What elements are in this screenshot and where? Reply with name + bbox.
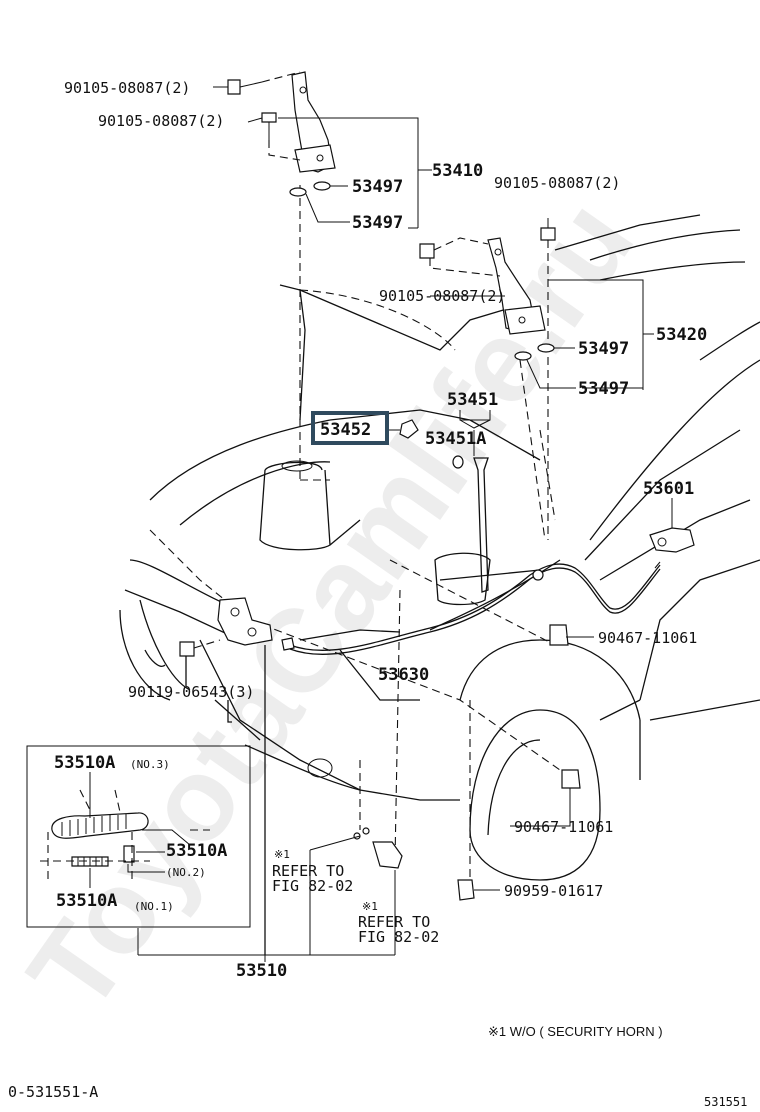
part-label-53497: 53497 [578,339,629,359]
part-label-53497: 53497 [352,213,403,233]
part-label-53630: 53630 [378,665,429,685]
spring-note: (NO.1) [134,900,174,913]
part-label-53451a: 53451A [425,429,486,449]
part-label-90105-08087: 90105-08087(2) [98,112,224,130]
part-label-53497: 53497 [352,177,403,197]
label-leaders [137,86,673,962]
part-label-90119-06543: 90119-06543(3) [128,683,254,701]
refer-note: FIG 82-02 [272,877,353,895]
note-mark: ※1 [274,848,290,861]
part-label-53510a: 53510A [166,841,227,861]
part-label-53510a: 53510A [54,753,115,773]
part-label-53601: 53601 [643,479,694,499]
hood-support-rod [399,419,489,593]
part-label-53497: 53497 [578,379,629,399]
refer-note: REFER TO [272,862,344,880]
hood-lock-assembly [217,597,273,646]
part-label-90105-08087: 90105-08087(2) [379,287,505,305]
bolt-icon [540,218,556,241]
figure-number: 531551 [704,1095,747,1109]
car-body-outline [119,185,760,881]
bolt-icon [227,71,301,95]
leader-line [227,700,232,723]
security-switch-icon [353,827,403,869]
spring-note: (NO.2) [166,866,206,879]
cable-clamp-icon [561,769,581,789]
bolt-icon [179,639,221,657]
part-label-53510: 53510 [236,961,287,981]
hood-hinge-rh [487,237,546,335]
washer-icon [289,181,331,197]
footnote: ※1 W/O ( SECURITY HORN ) [488,1024,663,1039]
part-label-53420: 53420 [656,325,707,345]
bolt-icon [261,112,301,161]
part-label-53452[interactable]: 53452 [320,420,371,440]
inset-springs [40,772,210,888]
part-label-53510a: 53510A [56,891,117,911]
highlight-box[interactable] [311,411,389,445]
part-label-90105-08087: 90105-08087(2) [494,174,620,192]
note-mark: ※1 [362,900,378,913]
part-label-90467-11061: 90467-11061 [514,818,613,836]
part-label-53410: 53410 [432,161,483,181]
part-label-90959-01617: 90959-01617 [504,882,603,900]
diagram-code: 0-531551-A [8,1083,98,1101]
cable-clamp-icon [549,624,569,646]
spring-note: (NO.3) [130,758,170,771]
part-label-90105-08087: 90105-08087(2) [64,79,190,97]
washer-icon [514,343,555,361]
part-label-53451: 53451 [447,390,498,410]
hood-hinge-lh [291,71,336,173]
inset-detail-box [26,745,251,928]
refer-note: REFER TO [358,913,430,931]
bolt-icon [419,237,501,277]
release-cable [281,563,661,655]
part-label-90467-11061: 90467-11061 [598,629,697,647]
clip-icon [457,879,475,901]
release-lever [649,527,695,569]
refer-note: FIG 82-02 [358,928,439,946]
